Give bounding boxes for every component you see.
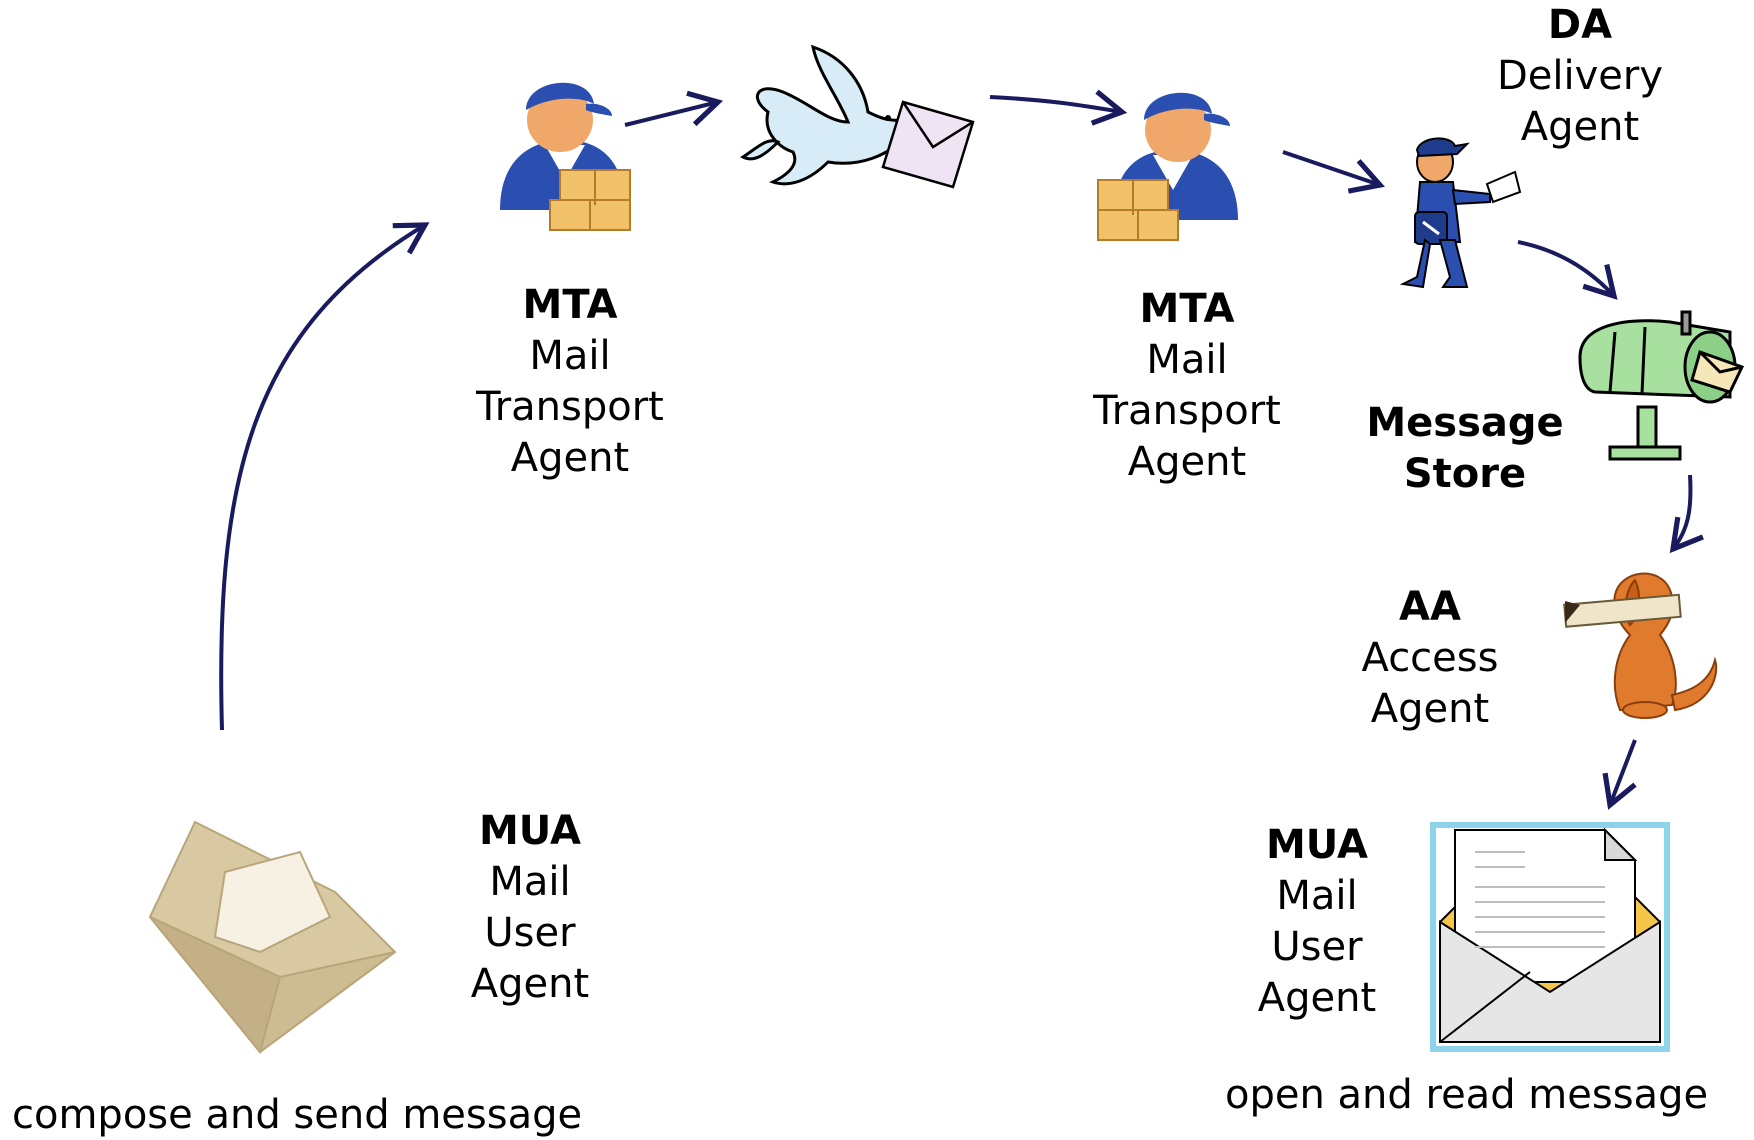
store-line: Message [1366,400,1564,446]
mua-abbr: MUA [1265,822,1368,868]
mua-sender-label: MUA Mail User Agent [430,806,630,1010]
mail-carrier-with-packages-icon [1097,92,1238,241]
arrow-mua-to-mta [219,222,430,731]
receiver-caption: open and read message [1225,1072,1709,1118]
aa-abbr: AA [1399,584,1461,630]
sender-caption: compose and send message [12,1092,583,1138]
mailbox-icon [1578,310,1745,461]
postman-icon [1399,137,1522,289]
store-line: Store [1403,451,1527,497]
arrow-da-to-store [1517,240,1618,300]
dove-carrying-letter-icon [740,44,975,189]
mua-abbr: MUA [478,808,581,854]
da-label: DA Delivery Agent [1465,0,1695,153]
mta-line: Transport [476,384,664,430]
mta-line: Mail [1146,337,1228,383]
mua-line: Mail [489,859,571,905]
aa-line: Access [1361,635,1499,681]
mta-line: Transport [1093,388,1281,434]
arrow-store-to-aa [1669,474,1704,554]
mua-line: User [1271,924,1363,970]
mta-line: Mail [529,333,611,379]
mua-line: Agent [1257,975,1377,1021]
mail-carrier-with-packages-icon [500,82,631,231]
mua-line: Agent [470,961,590,1007]
dog-fetching-newspaper-icon [1563,572,1718,719]
open-envelope-icon [148,820,397,1055]
mta-abbr: MTA [1139,286,1235,332]
arrow-bird-to-mta [989,89,1128,126]
arrow-mta-to-da [1282,150,1385,194]
mta-label-1: MTA Mail Transport Agent [440,280,700,484]
mta-label-2: MTA Mail Transport Agent [1057,284,1317,488]
mta-line: Agent [1127,439,1247,485]
mta-line: Agent [510,435,630,481]
da-line: Agent [1520,104,1640,150]
arrow-aa-to-mua [1602,739,1637,810]
arrow-mta-to-bird [624,90,724,127]
message-store-label: Message Store [1340,398,1590,500]
mta-abbr: MTA [522,282,618,328]
da-abbr: DA [1547,2,1613,48]
envelope-with-document-icon [1430,822,1670,1052]
aa-line: Agent [1370,686,1490,732]
mua-line: Mail [1276,873,1358,919]
mua-receiver-label: MUA Mail User Agent [1217,820,1417,1024]
mua-line: User [484,910,576,956]
da-line: Delivery [1496,53,1664,99]
aa-label: AA Access Agent [1330,582,1530,735]
